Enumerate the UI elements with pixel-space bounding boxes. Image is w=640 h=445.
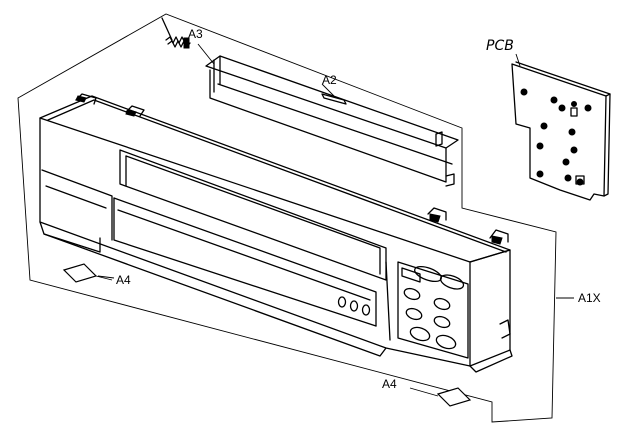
label-pcb: PCB: [486, 38, 514, 54]
part-a4-foot-right: [409, 387, 472, 407]
front-panel-bezel: [39, 93, 513, 373]
label-a1x: A1X: [578, 291, 601, 305]
part-a4-foot-left: [62, 263, 113, 283]
leader-lines: [97, 43, 574, 299]
label-a4-left: A4: [116, 273, 131, 287]
part-a3-spring: [161, 17, 191, 49]
label-a3: A3: [188, 27, 203, 41]
label-a2: A2: [322, 73, 337, 87]
pcb-board: [511, 61, 611, 201]
part-a2-door: [205, 55, 459, 187]
assembly-boundary-outline: [17, 13, 557, 423]
label-a4-right: A4: [382, 377, 397, 391]
